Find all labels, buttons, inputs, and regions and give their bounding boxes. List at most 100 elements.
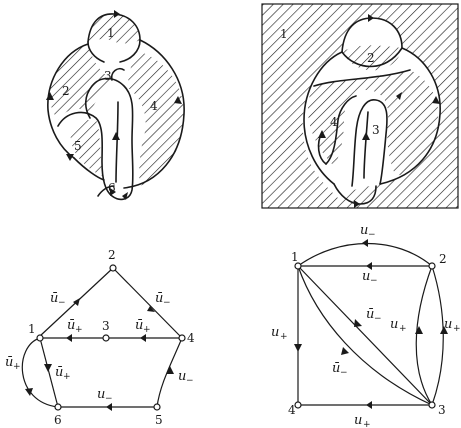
- edge-1-6: [39, 337, 59, 408]
- vertex-3: [102, 334, 110, 342]
- svg-text:−: −: [105, 394, 113, 404]
- graph-right: 1 2 3 4 u − u − ū − ū − u + u + u +: [271, 223, 461, 428]
- arrow-2-to-1: [366, 262, 372, 270]
- edge-label-1-6-loop: ū +: [5, 355, 21, 372]
- vertex-r-2: [428, 262, 436, 270]
- edge-r-label-arc-2-3: u +: [444, 317, 461, 334]
- svg-text:+: +: [75, 325, 83, 335]
- vertex-5: [153, 403, 161, 411]
- knot-left-label-6: 5: [74, 139, 82, 153]
- edge-label-5-6: u −: [97, 387, 113, 404]
- svg-text:+: +: [143, 325, 151, 335]
- knot-left-label-3: 3: [104, 69, 112, 83]
- arrow-1-to-4: [294, 344, 302, 352]
- arrow-arc-1-2: [362, 239, 368, 247]
- edge-2-4: [112, 267, 183, 339]
- knot-left-label-5: 6: [108, 181, 116, 195]
- svg-text:+: +: [363, 420, 371, 428]
- knot-left-region-4-shading: [128, 52, 184, 186]
- arrow-4-to-3: [140, 334, 146, 342]
- knot-right-label-2: 2: [367, 51, 375, 65]
- knot-right-label-4: 4: [330, 115, 338, 129]
- vertex-r-1: [294, 262, 302, 270]
- edge-r-label-1-3-curve: ū −: [332, 361, 348, 378]
- edge-label-1-6: ū +: [55, 365, 71, 382]
- knot-left-region-1-shading: [49, 44, 112, 120]
- svg-text:ū: ū: [50, 291, 58, 306]
- edge-label-1-2: ū −: [50, 291, 66, 308]
- edge-r-label-3-2: u +: [390, 317, 407, 334]
- knot-left-region-2-shading: [88, 13, 140, 44]
- knot-right-label-3: 3: [372, 123, 380, 137]
- arrow-5-to-4: [166, 366, 174, 374]
- vertex-label-4: 4: [187, 331, 195, 345]
- svg-text:−: −: [186, 376, 194, 386]
- graph-left: 2 1 3 4 6 5 ū − ū − ū + ū + ū + ū +: [5, 248, 195, 427]
- vertex-r-label-1: 1: [291, 250, 299, 264]
- knot-diagram-right: 1 2 3 4: [261, 3, 459, 209]
- svg-text:−: −: [370, 276, 378, 286]
- edge-label-1-3: ū +: [67, 318, 83, 335]
- edge-r-label-1-4: u +: [271, 325, 288, 342]
- svg-text:ū: ū: [5, 355, 13, 370]
- edge-r-label-2-1: u −: [362, 269, 378, 286]
- svg-text:u: u: [360, 223, 368, 238]
- vertex-6: [54, 403, 62, 411]
- svg-text:−: −: [340, 368, 348, 378]
- knot-right-region-3-shading: [308, 70, 439, 176]
- vertex-label-1: 1: [28, 322, 36, 336]
- svg-text:u: u: [178, 369, 186, 384]
- svg-text:+: +: [63, 372, 71, 382]
- arrow-1-to-3: [354, 319, 362, 327]
- edge-r-label-3-4: u +: [354, 413, 371, 428]
- svg-text:−: −: [368, 230, 376, 240]
- knot-diagram-left: 1 2 3 4 5 6: [46, 10, 185, 201]
- vertex-label-3: 3: [102, 319, 110, 333]
- vertex-1: [36, 334, 44, 342]
- arrow-5-to-6: [106, 403, 112, 411]
- knot-left-label-2: 1: [107, 26, 115, 40]
- vertex-2: [109, 264, 117, 272]
- edge-r-label-arc-1-2: u −: [360, 223, 376, 240]
- svg-text:ū: ū: [55, 365, 63, 380]
- arrow-1-3-curve: [341, 347, 349, 355]
- knot-left-label-1: 2: [62, 84, 70, 98]
- svg-text:−: −: [374, 314, 382, 324]
- vertex-r-4: [294, 401, 302, 409]
- vertex-r-label-2: 2: [439, 252, 447, 266]
- svg-text:−: −: [163, 298, 171, 308]
- edge-label-3-4: ū +: [135, 318, 151, 335]
- edge-arc-2-3: [431, 265, 444, 406]
- svg-text:u: u: [390, 317, 398, 332]
- vertex-r-label-4: 4: [288, 403, 296, 417]
- svg-text:u: u: [444, 317, 452, 332]
- svg-text:ū: ū: [67, 318, 75, 333]
- edge-1-3-curve: [297, 265, 433, 406]
- svg-text:+: +: [280, 332, 288, 342]
- svg-text:u: u: [354, 413, 362, 428]
- svg-text:ū: ū: [332, 361, 340, 376]
- svg-text:u: u: [362, 269, 370, 284]
- edge-label-4-5: u −: [178, 369, 194, 386]
- vertex-r-label-3: 3: [438, 403, 446, 417]
- arrow-3-to-2: [415, 326, 423, 334]
- svg-text:u: u: [271, 325, 279, 340]
- svg-text:+: +: [13, 362, 21, 372]
- svg-text:u: u: [97, 387, 105, 402]
- edge-r-label-1-3: ū −: [366, 307, 382, 324]
- vertex-4: [178, 334, 186, 342]
- knot-left-region-6-shading: [70, 120, 102, 176]
- edge-1-6-loop: [21, 337, 59, 408]
- arrow-1-to-6: [44, 364, 52, 372]
- arrow-2-to-1: [73, 298, 80, 306]
- arrow-arc-3-2: [440, 326, 448, 334]
- edge-3-2-curve: [415, 265, 433, 406]
- arrow-2-to-4: [147, 306, 155, 312]
- knot-right-label-1: 1: [280, 27, 288, 41]
- edge-1-3: [297, 265, 433, 406]
- vertex-r-3: [428, 401, 436, 409]
- vertex-label-5: 5: [155, 413, 163, 427]
- edge-label-2-4: ū −: [155, 291, 171, 308]
- svg-text:+: +: [399, 324, 407, 334]
